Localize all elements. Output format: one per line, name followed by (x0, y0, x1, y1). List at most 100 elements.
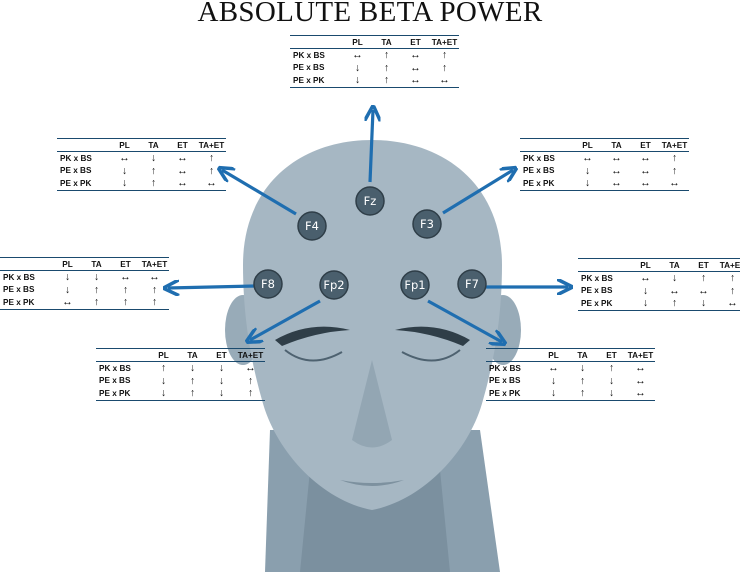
mouth (340, 480, 404, 486)
change-up-icon: ↑ (150, 164, 157, 177)
change-same-icon: ↔ (548, 362, 559, 375)
column-header: ET (606, 350, 617, 360)
change-down-icon: ↓ (354, 74, 361, 87)
change-same-icon: ↔ (635, 387, 646, 400)
change-same-icon: ↔ (245, 362, 256, 375)
change-same-icon: ↔ (410, 49, 421, 62)
column-header: ET (177, 140, 188, 150)
change-same-icon: ↔ (611, 177, 622, 190)
change-up-icon: ↑ (122, 296, 129, 309)
table-row: PE x PK↓↑↔↔ (290, 74, 459, 87)
row-label: PE x BS (99, 376, 131, 386)
change-same-icon: ↔ (611, 164, 622, 177)
change-same-icon: ↔ (149, 271, 160, 284)
column-header: ET (216, 350, 227, 360)
row-label: PE x BS (581, 286, 613, 296)
change-same-icon: ↔ (635, 374, 646, 387)
table-row: PE x BS↓↑↓↔ (486, 375, 655, 388)
change-up-icon: ↑ (671, 297, 678, 310)
change-up-icon: ↑ (208, 152, 215, 165)
change-down-icon: ↓ (550, 374, 557, 387)
table-row: PE x PK↔↑↑↑ (0, 296, 169, 309)
change-same-icon: ↔ (727, 297, 738, 310)
column-header: TA (669, 260, 680, 270)
table-row: PE x PK↓↔↔↔ (520, 177, 689, 190)
row-label: PK x BS (489, 363, 521, 373)
change-down-icon: ↓ (160, 387, 167, 400)
row-label: PE x BS (3, 285, 35, 295)
table-row: PE x BS↓↑↔↑ (57, 165, 226, 178)
row-label: PK x BS (60, 153, 92, 163)
change-up-icon: ↑ (608, 362, 615, 375)
electrode-f3: F3 (412, 209, 442, 239)
change-same-icon: ↔ (698, 284, 709, 297)
table-row: PE x PK↓↑↓↔ (486, 387, 655, 400)
column-header: TA (611, 140, 622, 150)
change-up-icon: ↑ (441, 49, 448, 62)
change-up-icon: ↑ (729, 272, 736, 285)
table-row: PE x PK↓↑↔↔ (57, 177, 226, 190)
table-row: PE x BS↓↑↓↑ (96, 375, 265, 388)
change-same-icon: ↔ (119, 152, 130, 165)
row-label: PE x BS (489, 376, 521, 386)
table-row: PE x PK↓↑↓↑ (96, 387, 265, 400)
column-header: TA (148, 140, 159, 150)
change-up-icon: ↑ (383, 74, 390, 87)
change-up-icon: ↑ (189, 374, 196, 387)
change-same-icon: ↔ (177, 152, 188, 165)
column-header: TA (381, 37, 392, 47)
diagram-title: ABSOLUTE BETA POWER (197, 0, 543, 28)
change-down-icon: ↓ (150, 152, 157, 165)
table-row: PE x BS↓↑↔↑ (290, 62, 459, 75)
arrow-f4 (222, 170, 297, 216)
change-up-icon: ↑ (671, 152, 678, 165)
arrow-f3 (442, 170, 513, 215)
change-same-icon: ↔ (640, 164, 651, 177)
electrode-label-fp1: Fp1 (404, 278, 425, 292)
change-same-icon: ↔ (439, 74, 450, 87)
change-down-icon: ↓ (354, 61, 361, 74)
table-row: PK x BS↓↓↔↔ (0, 271, 169, 284)
column-header: PL (352, 37, 363, 47)
row-label: PK x BS (581, 273, 613, 283)
change-up-icon: ↑ (151, 296, 158, 309)
change-down-icon: ↓ (121, 177, 128, 190)
row-label: PK x BS (99, 363, 131, 373)
change-down-icon: ↓ (93, 271, 100, 284)
change-same-icon: ↔ (177, 177, 188, 190)
change-down-icon: ↓ (671, 272, 678, 285)
change-up-icon: ↑ (150, 177, 157, 190)
table-row: PE x BS↓↑↑↑ (0, 284, 169, 297)
change-same-icon: ↔ (206, 177, 217, 190)
change-up-icon: ↑ (247, 387, 254, 400)
row-label: PE x BS (293, 63, 325, 73)
change-down-icon: ↓ (189, 362, 196, 375)
change-up-icon: ↑ (160, 362, 167, 375)
row-label: PK x BS (523, 153, 555, 163)
change-down-icon: ↓ (218, 387, 225, 400)
left-eyebrow (395, 326, 470, 346)
row-label: PE x PK (581, 298, 613, 308)
change-up-icon: ↑ (700, 272, 707, 285)
row-label: PE x BS (523, 166, 555, 176)
arrow-f8 (168, 286, 256, 288)
change-up-icon: ↑ (671, 164, 678, 177)
column-header: ET (120, 259, 131, 269)
column-header: TA (187, 350, 198, 360)
column-header: TA+ET (431, 37, 458, 47)
electrode-label-f7: F7 (465, 277, 479, 291)
table-row: PK x BS↔↓↑↑ (578, 272, 740, 285)
column-header: PL (62, 259, 73, 269)
column-header: TA+ET (719, 260, 740, 270)
electrode-f8: F8 (253, 269, 283, 299)
